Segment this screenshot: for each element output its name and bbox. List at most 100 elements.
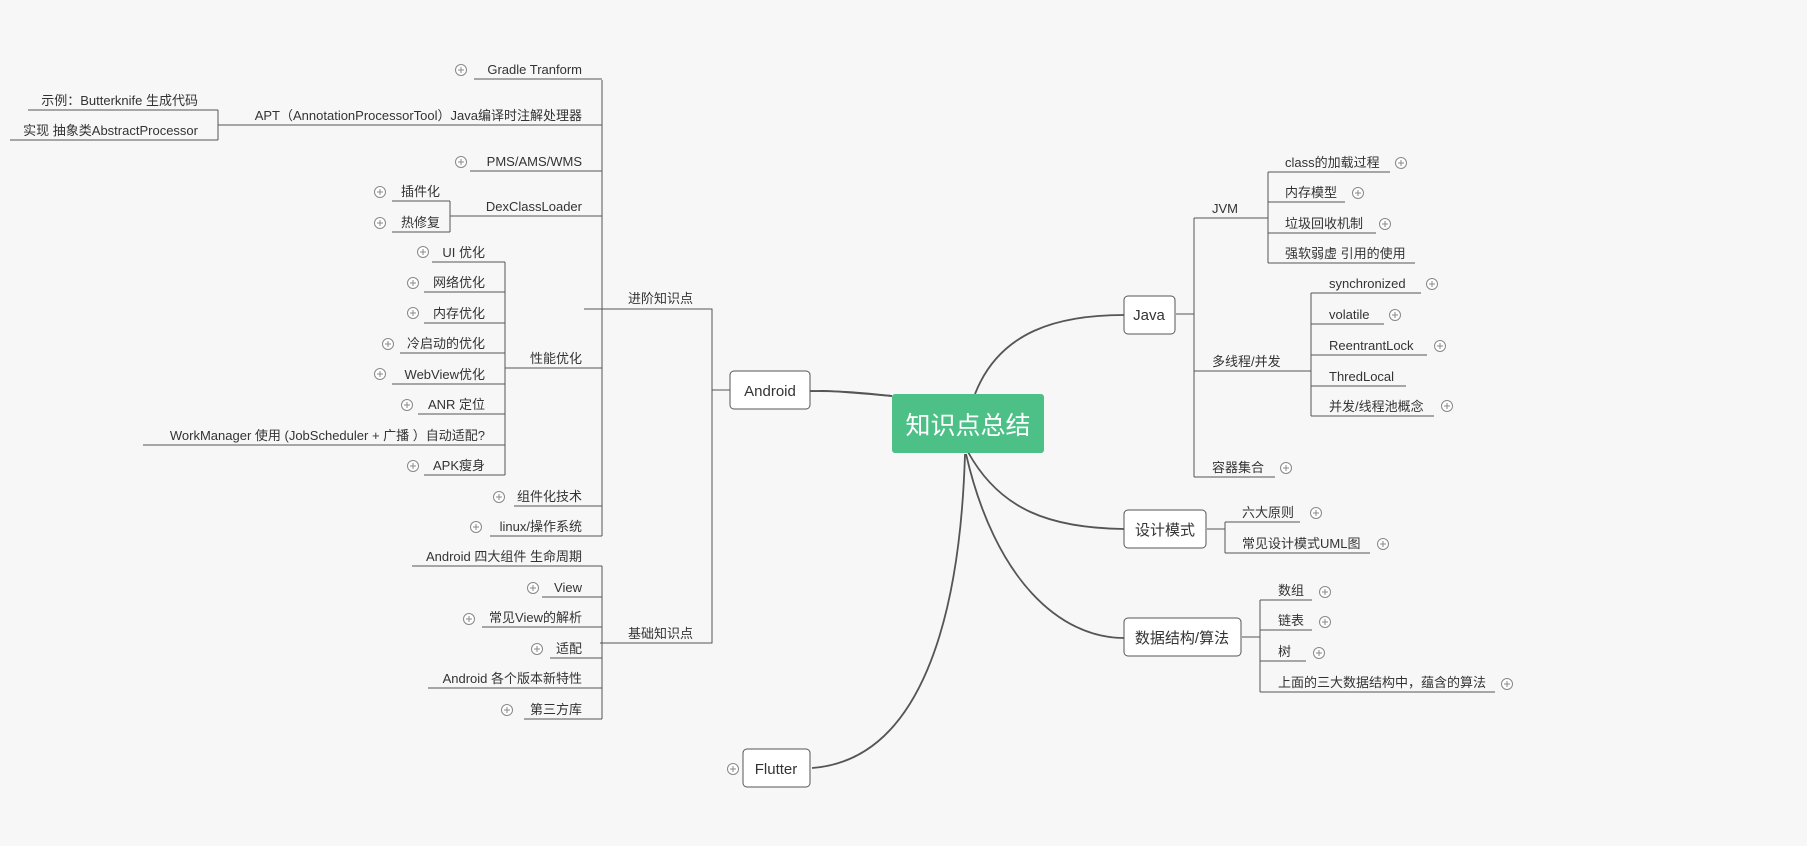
- bracket-algo: [1242, 600, 1261, 692]
- perf-item-workmanager[interactable]: WorkManager 使用 (JobScheduler + 广播 ）自动适配?: [170, 428, 485, 443]
- android-node[interactable]: [729, 370, 811, 410]
- expand-plus-icon[interactable]: [1280, 462, 1292, 474]
- collections-label[interactable]: 容器集合: [1212, 460, 1264, 475]
- perf-underlines: [143, 261, 505, 476]
- connector-root-design: [967, 451, 1125, 530]
- apt-example-label[interactable]: 示例：Butterknife 生成代码: [41, 93, 198, 108]
- expand-plus-icon[interactable]: [374, 186, 386, 198]
- jvm-item-references[interactable]: 强软弱虚 引用的使用: [1285, 246, 1406, 261]
- expand-plus-icon[interactable]: [1379, 218, 1391, 230]
- flutter-node-label: Flutter: [755, 761, 798, 778]
- perf-item-network[interactable]: 网络优化: [433, 275, 485, 290]
- algo-item-linkedlist[interactable]: 链表: [1278, 613, 1304, 628]
- perf-item-webview[interactable]: WebView优化: [405, 367, 485, 382]
- expand-plus-icon[interactable]: [1434, 340, 1446, 352]
- thread-label[interactable]: 多线程/并发: [1212, 354, 1281, 369]
- expand-plus-icon[interactable]: [374, 217, 386, 229]
- root-node-label: 知识点总结: [905, 411, 1030, 440]
- algo-node-label: 数据结构/算法: [1135, 629, 1229, 647]
- expand-plus-icon[interactable]: [1395, 157, 1407, 169]
- basic-item-thirdparty[interactable]: 第三方库: [530, 702, 582, 717]
- expand-icons: [374, 64, 1513, 775]
- advanced-label[interactable]: 进阶知识点: [628, 291, 693, 306]
- expand-plus-icon[interactable]: [417, 246, 429, 258]
- flutter-node[interactable]: [742, 748, 811, 788]
- pms-label[interactable]: PMS/AMS/WMS: [487, 154, 583, 169]
- expand-plus-icon[interactable]: [470, 521, 482, 533]
- android-node-label: Android: [744, 383, 796, 400]
- design-item-principles[interactable]: 六大原则: [1242, 505, 1294, 520]
- perf-item-memory[interactable]: 内存优化: [433, 306, 485, 321]
- basic-item-labels: Android 四大组件 生命周期 View 常见View的解析 适配 Andr…: [426, 549, 583, 717]
- expand-plus-icon[interactable]: [1441, 400, 1453, 412]
- expand-plus-icon[interactable]: [401, 399, 413, 411]
- expand-plus-icon[interactable]: [1426, 278, 1438, 290]
- perf-item-anr[interactable]: ANR 定位: [428, 397, 485, 412]
- expand-plus-icon[interactable]: [1319, 616, 1331, 628]
- algo-item-array[interactable]: 数组: [1278, 583, 1304, 598]
- algo-item-algorithms[interactable]: 上面的三大数据结构中，蕴含的算法: [1278, 675, 1486, 690]
- expand-plus-icon[interactable]: [455, 64, 467, 76]
- design-node-label: 设计模式: [1135, 522, 1195, 539]
- design-item-uml[interactable]: 常见设计模式UML图: [1242, 536, 1360, 551]
- basic-item-versions[interactable]: Android 各个版本新特性: [443, 671, 582, 686]
- expand-plus-icon[interactable]: [1319, 586, 1331, 598]
- expand-plus-icon[interactable]: [1352, 187, 1364, 199]
- thread-item-threadlocal[interactable]: ThredLocal: [1329, 369, 1394, 384]
- expand-plus-icon[interactable]: [1389, 309, 1401, 321]
- design-node[interactable]: [1123, 509, 1207, 549]
- basic-item-components[interactable]: Android 四大组件 生命周期: [426, 549, 582, 564]
- expand-plus-icon[interactable]: [407, 460, 419, 472]
- expand-plus-icon[interactable]: [1313, 647, 1325, 659]
- thread-underlines: [1311, 292, 1434, 417]
- hotfix-label[interactable]: 热修复: [401, 215, 440, 230]
- jvm-label[interactable]: JVM: [1212, 201, 1238, 216]
- linux-label[interactable]: linux/操作系统: [500, 519, 582, 534]
- expand-plus-icon[interactable]: [1501, 678, 1513, 690]
- expand-plus-icon[interactable]: [531, 643, 543, 655]
- connector-root-flutter: [811, 453, 966, 769]
- basic-item-view-parse[interactable]: 常见View的解析: [489, 610, 582, 625]
- root-node-box[interactable]: [892, 394, 1044, 453]
- basic-underlines: [412, 565, 602, 720]
- basic-item-view[interactable]: View: [554, 580, 583, 595]
- component-label[interactable]: 组件化技术: [517, 489, 582, 504]
- algo-node[interactable]: [1123, 617, 1242, 657]
- apt-label[interactable]: APT（AnnotationProcessorTool）Java编译时注解处理器: [255, 108, 582, 123]
- expand-plus-icon[interactable]: [463, 613, 475, 625]
- expand-plus-icon[interactable]: [493, 491, 505, 503]
- plugin-label[interactable]: 插件化: [401, 184, 440, 199]
- perf-item-coldstart[interactable]: 冷启动的优化: [407, 336, 485, 351]
- apt-impl-label[interactable]: 实现 抽象类AbstractProcessor: [23, 123, 198, 138]
- basic-item-adapt[interactable]: 适配: [556, 641, 582, 656]
- jvm-underlines: [1268, 171, 1415, 264]
- basic-label[interactable]: 基础知识点: [628, 626, 693, 641]
- jvm-item-gc[interactable]: 垃圾回收机制: [1285, 216, 1363, 231]
- jvm-item-labels: class的加载过程 内存模型 垃圾回收机制 强软弱虚 引用的使用: [1285, 155, 1406, 261]
- expand-plus-icon[interactable]: [455, 156, 467, 168]
- thread-item-threadpool[interactable]: 并发/线程池概念: [1329, 399, 1424, 414]
- jvm-item-classload[interactable]: class的加载过程: [1285, 155, 1380, 170]
- expand-plus-icon[interactable]: [1310, 507, 1322, 519]
- perf-label[interactable]: 性能优化: [530, 351, 582, 366]
- expand-plus-icon[interactable]: [1377, 538, 1389, 550]
- expand-plus-icon[interactable]: [382, 338, 394, 350]
- expand-plus-icon[interactable]: [407, 307, 419, 319]
- expand-plus-icon[interactable]: [374, 368, 386, 380]
- perf-item-ui[interactable]: UI 优化: [442, 245, 485, 260]
- bracket-android: [600, 308, 730, 644]
- thread-item-volatile[interactable]: volatile: [1329, 307, 1369, 322]
- expand-plus-icon[interactable]: [727, 763, 739, 775]
- jvm-item-memory[interactable]: 内存模型: [1285, 185, 1337, 200]
- expand-plus-icon[interactable]: [527, 582, 539, 594]
- java-node[interactable]: [1123, 295, 1176, 335]
- thread-item-synchronized[interactable]: synchronized: [1329, 276, 1406, 291]
- expand-plus-icon[interactable]: [407, 277, 419, 289]
- gradle-label[interactable]: Gradle Tranform: [487, 62, 582, 77]
- thread-item-reentrantlock[interactable]: ReentrantLock: [1329, 338, 1414, 353]
- dex-label[interactable]: DexClassLoader: [486, 199, 583, 214]
- expand-plus-icon[interactable]: [501, 704, 513, 716]
- algo-item-tree[interactable]: 树: [1278, 644, 1291, 659]
- perf-item-apk[interactable]: APK瘦身: [433, 458, 485, 473]
